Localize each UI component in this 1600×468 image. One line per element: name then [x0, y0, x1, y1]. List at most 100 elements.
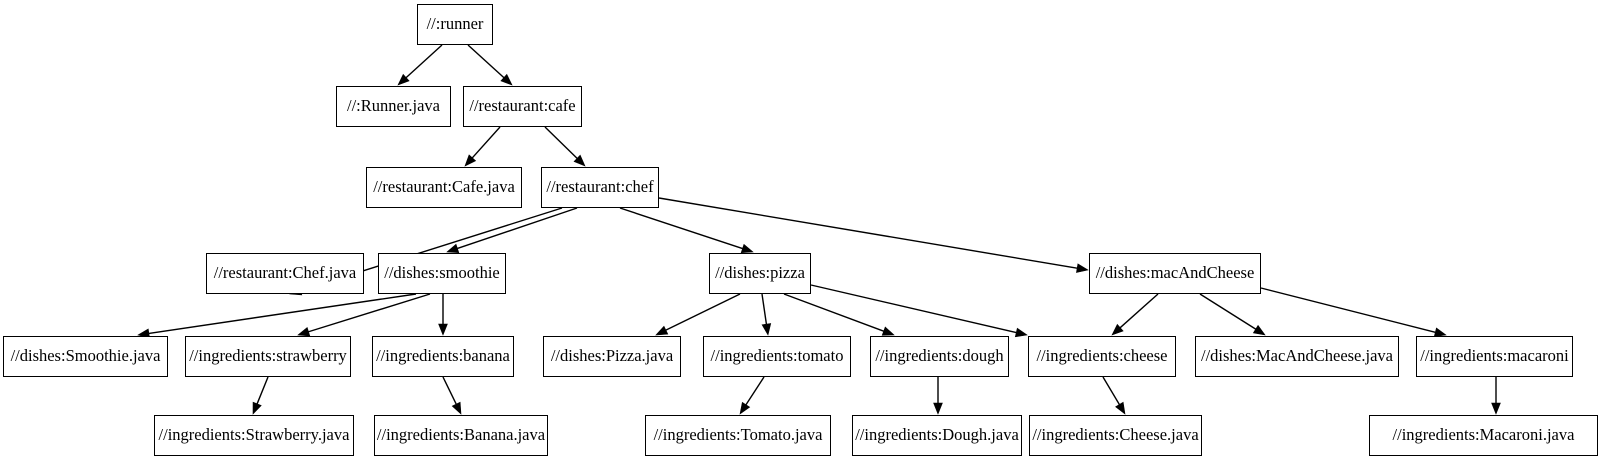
node-smoothie_java[interactable]: //dishes:Smoothie.java — [3, 336, 168, 377]
edge-line — [256, 376, 269, 405]
edge-line — [745, 376, 765, 406]
edge-line — [442, 376, 457, 405]
edge-pizza-to-pizza_java — [655, 293, 741, 336]
edge-line — [467, 44, 505, 79]
node-dough_java[interactable]: //ingredients:Dough.java — [852, 415, 1022, 456]
edge-line — [658, 197, 1078, 269]
node-chef[interactable]: //restaurant:chef — [541, 167, 659, 208]
node-label: //:runner — [426, 14, 484, 34]
edge-arrowhead-icon — [1111, 323, 1124, 336]
node-strawberry_java[interactable]: //ingredients:Strawberry.java — [154, 415, 354, 456]
node-label: //ingredients:tomato — [710, 346, 844, 366]
edge-arrowhead-icon — [740, 243, 754, 254]
node-label: //restaurant:chef — [546, 177, 654, 197]
node-pizza_java[interactable]: //dishes:Pizza.java — [543, 336, 681, 377]
edge-arrowhead-icon — [1252, 324, 1266, 336]
edge-line — [457, 207, 578, 250]
edge-line — [1260, 287, 1436, 333]
edge-line — [471, 126, 501, 159]
node-banana[interactable]: //ingredients:banana — [372, 336, 514, 377]
edge-chef-to-smoothie — [446, 207, 578, 253]
edge-arrowhead-icon — [739, 401, 751, 415]
edge-line — [1199, 293, 1257, 330]
node-label: //ingredients:Strawberry.java — [158, 425, 350, 445]
node-label: //ingredients:banana — [376, 346, 510, 366]
edge-macandcheese-to-cheese — [1111, 293, 1159, 336]
edge-runner-to-runner_java — [397, 44, 443, 86]
node-label: //ingredients:Banana.java — [376, 425, 546, 445]
edge-arrowhead-icon — [1076, 263, 1089, 273]
node-tomato_java[interactable]: //ingredients:Tomato.java — [645, 415, 831, 456]
edge-smoothie-to-smoothie_java — [137, 293, 417, 339]
edge-banana-to-banana_java — [442, 376, 462, 415]
node-label: //ingredients:strawberry — [189, 346, 347, 366]
edge-runner-to-cafe — [467, 44, 513, 86]
node-macaroni_java[interactable]: //ingredients:Macaroni.java — [1369, 415, 1598, 456]
node-label: //ingredients:Dough.java — [855, 425, 1019, 445]
edge-pizza-to-dough — [783, 293, 895, 336]
edge-pizza-to-cheese — [810, 284, 1028, 338]
node-banana_java[interactable]: //ingredients:Banana.java — [374, 415, 548, 456]
edge-macandcheese-to-macandcheese_java — [1199, 293, 1266, 336]
edge-line — [405, 44, 443, 79]
edge-cheese-to-cheese_java — [1102, 376, 1126, 415]
node-macaroni[interactable]: //ingredients:macaroni — [1416, 336, 1573, 377]
edge-cafe-to-cafe_java — [464, 126, 501, 167]
edge-arrowhead-icon — [573, 154, 586, 167]
node-dough[interactable]: //ingredients:dough — [870, 336, 1009, 377]
node-cheese[interactable]: //ingredients:cheese — [1028, 336, 1176, 377]
edge-arrowhead-icon — [881, 326, 895, 336]
node-chef_java[interactable]: //restaurant:Chef.java — [206, 253, 364, 294]
edge-macandcheese-to-macaroni — [1260, 287, 1447, 337]
edge-line — [810, 284, 1017, 334]
edge-line — [665, 293, 741, 331]
edge-arrowhead-icon — [446, 243, 460, 253]
edge-arrowhead-icon — [438, 323, 448, 336]
node-strawberry[interactable]: //ingredients:strawberry — [185, 336, 351, 377]
edge-smoothie-to-strawberry — [297, 293, 431, 337]
node-label: //restaurant:Cafe.java — [373, 177, 515, 197]
node-label: //dishes:pizza — [715, 263, 805, 283]
edge-arrowhead-icon — [252, 401, 262, 415]
edge-line — [783, 293, 884, 332]
edge-arrowhead-icon — [761, 323, 772, 336]
node-smoothie[interactable]: //dishes:smoothie — [378, 253, 506, 294]
node-label: //dishes:smoothie — [384, 263, 500, 283]
node-label: //ingredients:Macaroni.java — [1392, 425, 1575, 445]
node-cheese_java[interactable]: //ingredients:Cheese.java — [1029, 415, 1202, 456]
edge-line — [1102, 376, 1120, 405]
edge-strawberry-to-strawberry_java — [252, 376, 269, 415]
edge-line — [308, 293, 431, 333]
edge-arrowhead-icon — [655, 325, 669, 336]
node-runner_java[interactable]: //:Runner.java — [336, 86, 451, 127]
node-macandcheese[interactable]: //dishes:macAndCheese — [1089, 253, 1261, 294]
node-cafe[interactable]: //restaurant:cafe — [463, 86, 582, 127]
node-label: //ingredients:Cheese.java — [1032, 425, 1199, 445]
edge-pizza-to-tomato — [761, 293, 772, 336]
edge-arrowhead-icon — [933, 402, 943, 415]
node-tomato[interactable]: //ingredients:tomato — [703, 336, 851, 377]
edge-line — [148, 293, 417, 335]
edge-arrowhead-icon — [1433, 327, 1447, 337]
node-label: //ingredients:cheese — [1036, 346, 1168, 366]
edge-line — [761, 293, 768, 325]
node-label: //restaurant:Chef.java — [213, 263, 357, 283]
node-label: //dishes:MacAndCheese.java — [1201, 346, 1393, 366]
node-label: //dishes:Smoothie.java — [10, 346, 161, 366]
edge-arrowhead-icon — [1115, 401, 1126, 415]
node-label: //restaurant:cafe — [469, 96, 576, 116]
node-label: //ingredients:Tomato.java — [653, 425, 823, 445]
edge-chef-to-macandcheese — [658, 197, 1089, 273]
node-pizza[interactable]: //dishes:pizza — [709, 253, 811, 294]
edge-arrowhead-icon — [1491, 402, 1501, 415]
edge-arrowhead-icon — [397, 73, 410, 86]
edge-line — [1119, 293, 1159, 329]
node-macandcheese_java[interactable]: //dishes:MacAndCheese.java — [1195, 336, 1399, 377]
edge-dough-to-dough_java — [933, 377, 943, 415]
node-runner[interactable]: //:runner — [417, 4, 493, 45]
edge-smoothie-to-banana — [438, 294, 448, 336]
node-cafe_java[interactable]: //restaurant:Cafe.java — [366, 167, 522, 208]
edge-arrowhead-icon — [297, 327, 311, 337]
